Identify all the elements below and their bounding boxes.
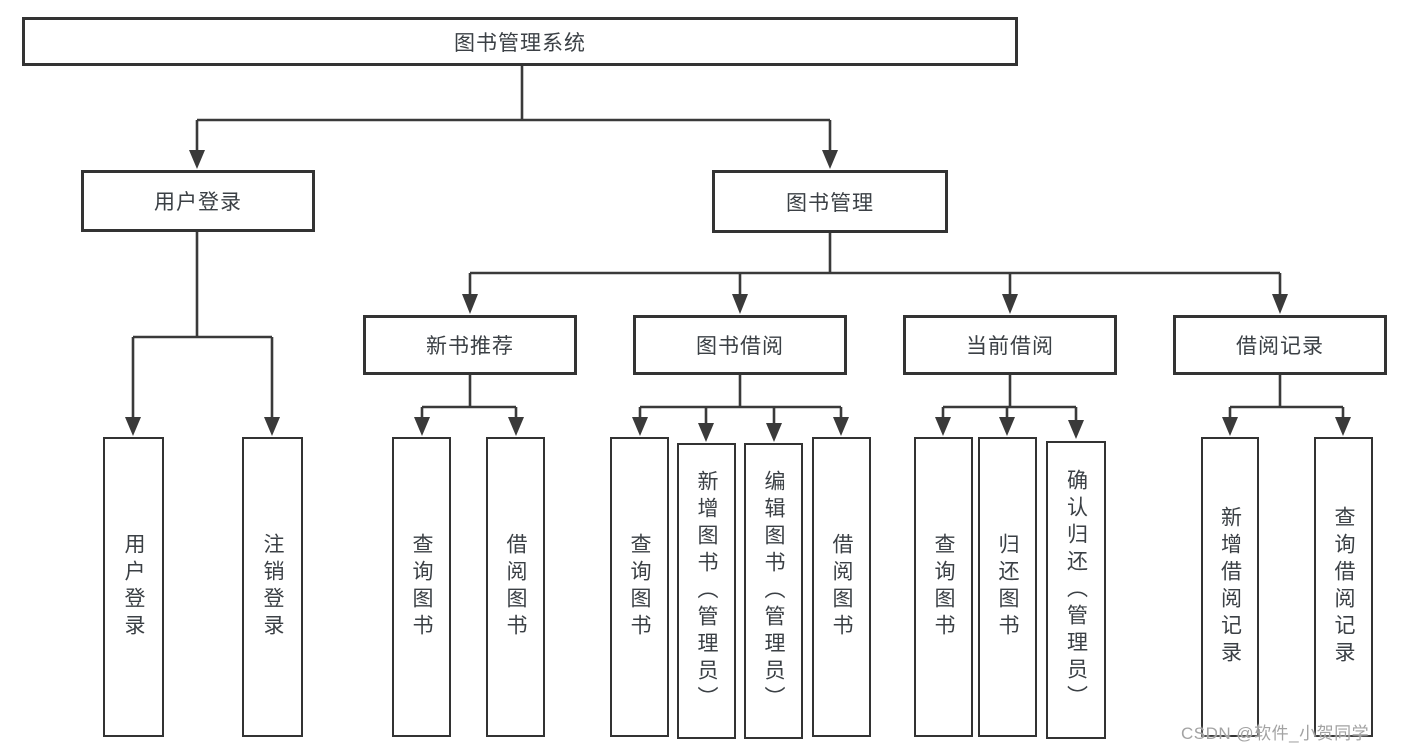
- leaf-add-borrow-record-label: 新增借阅记录: [1218, 506, 1242, 668]
- leaf-return-books: 归还图书: [978, 437, 1037, 737]
- leaf-borrow-books-2: 借阅图书: [812, 437, 871, 737]
- connector-book-borrowing-children: [632, 375, 849, 442]
- leaf-confirm-return-admin-label: 确认归还（管理员）: [1064, 468, 1088, 712]
- leaf-query-books-current-label: 查询图书: [932, 533, 955, 641]
- leaf-logout-login-label: 注销登录: [261, 533, 284, 641]
- node-current-borrowing: 当前借阅: [903, 315, 1117, 375]
- watermark: CSDN @软件_小贺同学: [1181, 724, 1370, 743]
- node-new-book-rec-label: 新书推荐: [426, 335, 514, 358]
- connector-user-login-children: [125, 232, 280, 436]
- node-root-label: 图书管理系统: [454, 31, 586, 55]
- node-new-book-rec: 新书推荐: [363, 315, 577, 375]
- connector-borrow-records-children: [1222, 375, 1351, 436]
- leaf-add-books-admin-label: 新增图书（管理员）: [695, 469, 718, 713]
- node-user-login-label: 用户登录: [154, 191, 242, 214]
- leaf-user-login-label: 用户登录: [122, 533, 145, 641]
- leaf-user-login: 用户登录: [103, 437, 164, 737]
- leaf-add-borrow-record: 新增借阅记录: [1201, 437, 1259, 737]
- connector-current-borrowing-children: [935, 375, 1084, 439]
- leaf-confirm-return-admin: 确认归还（管理员）: [1046, 441, 1106, 739]
- leaf-query-books-rec: 查询图书: [392, 437, 451, 737]
- leaf-borrow-books-rec: 借阅图书: [486, 437, 545, 737]
- node-borrow-records: 借阅记录: [1173, 315, 1387, 375]
- node-root: 图书管理系统: [22, 17, 1018, 66]
- leaf-borrow-books-2-label: 借阅图书: [830, 533, 853, 641]
- node-borrow-records-label: 借阅记录: [1236, 335, 1324, 358]
- connector-root-to-level2: [189, 66, 838, 169]
- node-book-management: 图书管理: [712, 170, 948, 233]
- leaf-query-borrow-record: 查询借阅记录: [1314, 437, 1373, 737]
- leaf-query-books-rec-label: 查询图书: [410, 533, 433, 641]
- leaf-query-borrow-record-label: 查询借阅记录: [1332, 506, 1355, 668]
- connector-book-management-children: [462, 233, 1288, 314]
- node-current-borrowing-label: 当前借阅: [966, 335, 1054, 358]
- leaf-return-books-label: 归还图书: [996, 533, 1019, 641]
- connector-new-book-rec-children: [414, 375, 524, 436]
- leaf-query-books-current: 查询图书: [914, 437, 973, 737]
- node-user-login: 用户登录: [81, 170, 315, 232]
- leaf-borrow-books-rec-label: 借阅图书: [504, 533, 527, 641]
- leaf-query-books-borrow-label: 查询图书: [628, 533, 651, 641]
- leaf-query-books-borrow: 查询图书: [610, 437, 669, 737]
- node-book-borrowing-label: 图书借阅: [696, 335, 784, 358]
- leaf-logout-login: 注销登录: [242, 437, 303, 737]
- node-book-management-label: 图书管理: [786, 191, 874, 215]
- leaf-edit-books-admin-label: 编辑图书（管理员）: [762, 469, 785, 713]
- leaf-edit-books-admin: 编辑图书（管理员）: [744, 443, 803, 739]
- leaf-add-books-admin: 新增图书（管理员）: [677, 443, 736, 739]
- node-book-borrowing: 图书借阅: [633, 315, 847, 375]
